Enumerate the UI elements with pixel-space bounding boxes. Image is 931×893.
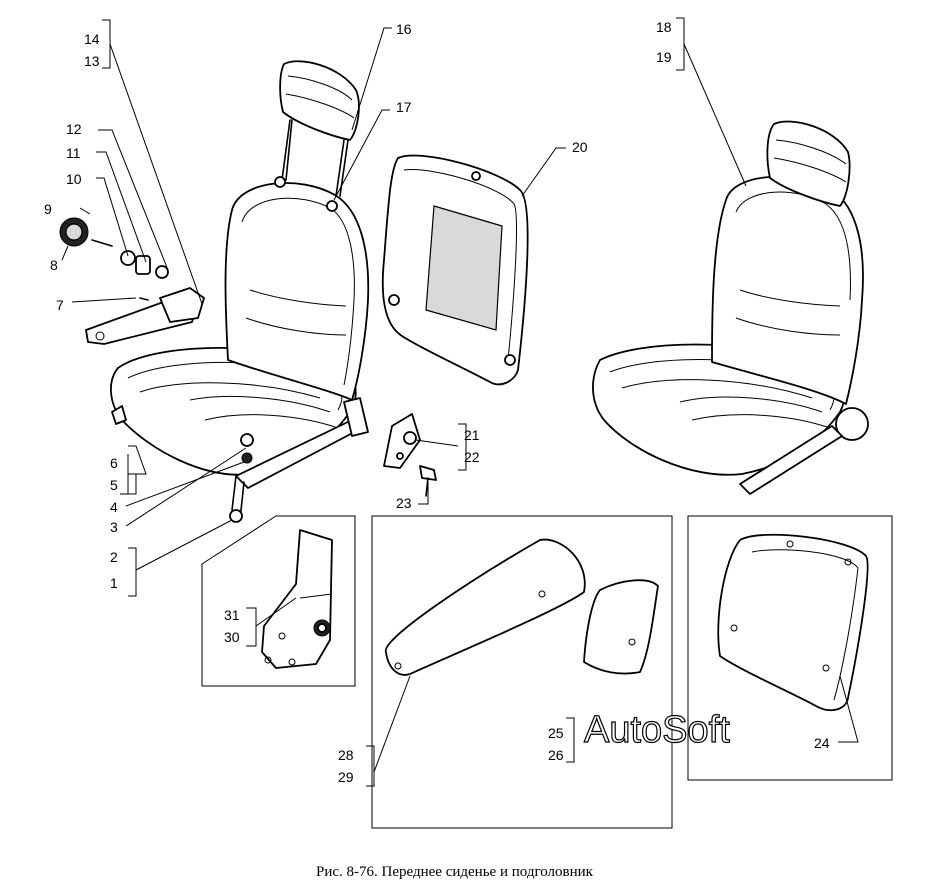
label-29: 29 <box>338 769 354 785</box>
label-8: 8 <box>50 257 58 273</box>
figure-caption: Рис. 8-76. Переднее сиденье и подголовни… <box>316 864 594 880</box>
label-21: 21 <box>464 427 480 443</box>
label-23: 23 <box>396 495 412 511</box>
label-20: 20 <box>572 139 588 155</box>
label-3: 3 <box>110 519 118 535</box>
label-24: 24 <box>814 735 830 751</box>
label-22: 22 <box>464 449 480 465</box>
number-labels: 14 13 12 11 10 9 8 7 16 17 20 18 19 6 5 … <box>44 19 830 785</box>
label-28: 28 <box>338 747 354 763</box>
detail-box-25-29 <box>371 515 673 829</box>
label-10: 10 <box>66 171 82 187</box>
detail-box-30-31 <box>201 515 356 687</box>
label-13: 13 <box>84 53 100 69</box>
label-9: 9 <box>44 201 52 217</box>
label-12: 12 <box>66 121 82 137</box>
label-6: 6 <box>110 455 118 471</box>
recline-lever-parts <box>59 217 205 345</box>
right-seat <box>592 120 869 495</box>
watermark: AutoSoft <box>584 709 730 751</box>
label-16: 16 <box>396 21 412 37</box>
leader-lines <box>61 17 859 787</box>
label-14: 14 <box>84 31 100 47</box>
label-2: 2 <box>110 549 118 565</box>
label-25: 25 <box>548 725 564 741</box>
label-4: 4 <box>110 499 118 515</box>
label-30: 30 <box>224 629 240 645</box>
label-17: 17 <box>396 99 412 115</box>
label-11: 11 <box>66 145 81 161</box>
label-26: 26 <box>548 747 564 763</box>
label-18: 18 <box>656 19 672 35</box>
label-1: 1 <box>110 575 118 591</box>
backrest-rear-panel <box>381 154 529 386</box>
hinge-bracket <box>383 413 437 497</box>
label-19: 19 <box>656 49 672 65</box>
label-7: 7 <box>56 297 64 313</box>
detail-box-24 <box>687 515 893 781</box>
label-5: 5 <box>110 477 118 493</box>
label-31: 31 <box>224 607 240 623</box>
left-seat <box>110 60 370 523</box>
